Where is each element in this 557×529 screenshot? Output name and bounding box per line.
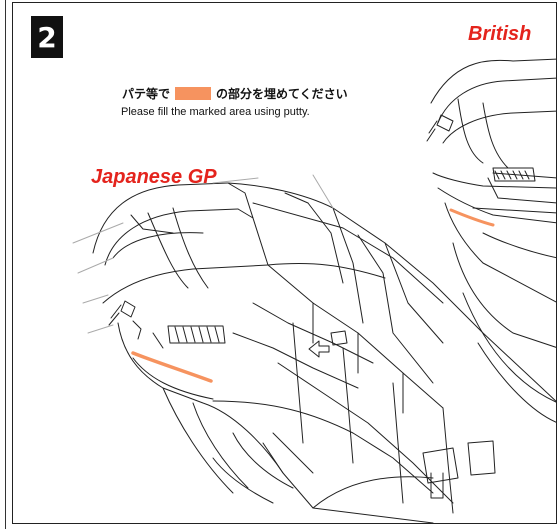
- instruction-jp-after: の部分を埋めてください: [216, 87, 348, 101]
- page-edge-divider: [0, 0, 6, 529]
- british-body-part: [426, 58, 556, 423]
- instruction-japanese: パテ等で の部分を埋めてください: [122, 85, 348, 102]
- car-body-illustration: [72, 58, 556, 523]
- step-number-badge: 2: [31, 16, 63, 58]
- putty-swatch-icon: [175, 87, 212, 100]
- instruction-english: Please fill the marked area using putty.: [121, 106, 310, 118]
- british-label: British: [468, 23, 532, 45]
- instruction-jp-before: パテ等で: [122, 87, 171, 101]
- japanese-gp-body-part: [72, 174, 556, 523]
- instruction-step-panel: 2 British パテ等で の部分を埋めてください Please fill t…: [12, 2, 557, 524]
- japanese-gp-label: Japanese GP: [91, 166, 217, 188]
